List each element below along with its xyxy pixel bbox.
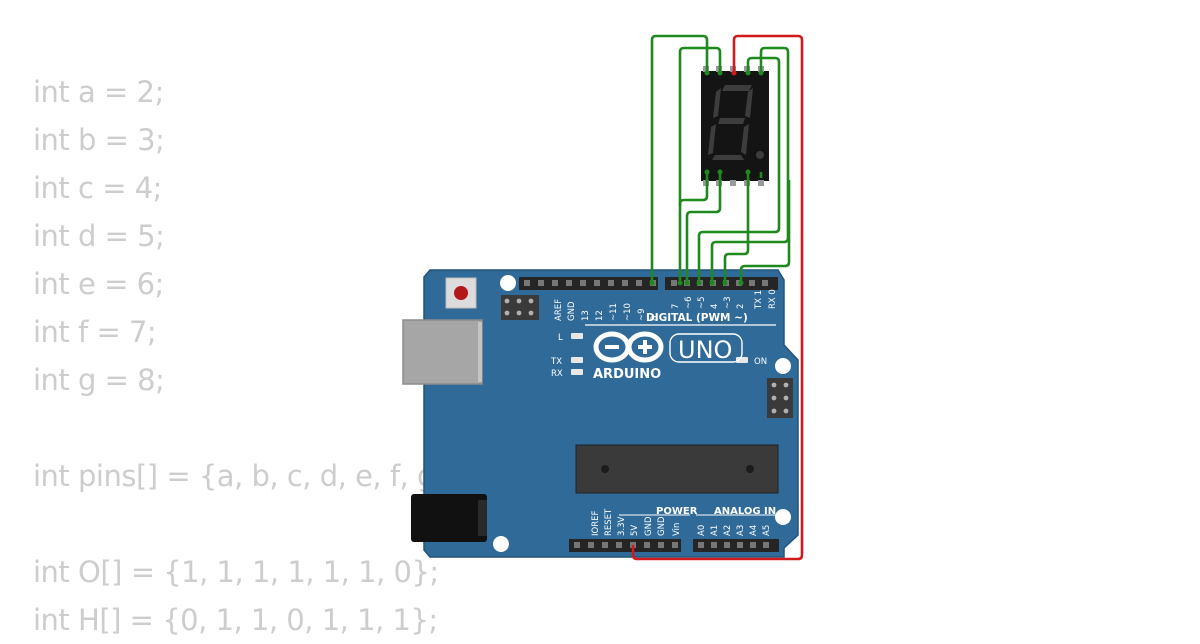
pin-label: A3 [736, 525, 746, 536]
pin-label: GND [567, 301, 577, 321]
digital-header-label: DIGITAL (PWM ~) [646, 312, 748, 324]
code-line: int c = 4; [33, 171, 162, 205]
tx-led [571, 357, 583, 363]
wire-display-a[interactable] [678, 172, 709, 206]
code-line: int pins[] = {a, b, c, d, e, f, g [33, 459, 435, 493]
pin-label: RX 0 [768, 289, 778, 309]
board-model: UNO [678, 336, 732, 364]
display-segments [708, 85, 764, 160]
pin-label: ~6 [684, 296, 694, 309]
mounting-hole [775, 358, 791, 374]
l-led [571, 333, 583, 339]
icsp-header-right [767, 378, 793, 418]
pin-label: GND [657, 516, 667, 536]
wire-pin-5[interactable] [697, 56, 781, 283]
microcontroller-chip [575, 444, 779, 494]
pin-label: A2 [723, 525, 733, 536]
on-led-label: ON [754, 357, 767, 367]
code-line: int d = 5; [33, 219, 165, 253]
pin-label: A5 [762, 525, 772, 536]
pin-label: 13 [581, 310, 591, 321]
power-header [569, 539, 681, 552]
pin-label: ~5 [697, 296, 707, 309]
usb-connector [402, 319, 483, 385]
pin-label: ~9 [637, 308, 647, 321]
pin-label: Vin [672, 523, 682, 536]
mounting-hole [493, 536, 509, 552]
uno-badge [669, 333, 743, 363]
pin-label: IOREF [591, 511, 601, 536]
pin-label: TX 1 [754, 290, 764, 310]
pin-label: ~11 [609, 303, 619, 321]
pin-label: ~10 [623, 303, 633, 321]
pin-label: RESET [604, 508, 614, 536]
code-line: int e = 6; [33, 267, 164, 301]
code-line: int f = 7; [33, 315, 157, 349]
tx-led-label: TX [550, 357, 562, 367]
pin-label: 5V [630, 525, 640, 536]
wire-pin-6[interactable] [685, 172, 722, 283]
l-led-label: L [558, 333, 563, 343]
code-line: int O[] = {1, 1, 1, 1, 1, 1, 0}; [33, 555, 439, 589]
wire-pin-2[interactable] [739, 180, 791, 283]
wire-pin-4[interactable] [710, 46, 790, 283]
pin-label: 7 [671, 304, 681, 309]
power-label: POWER [656, 506, 698, 517]
wire-pin-3[interactable] [723, 172, 750, 283]
pin-label: 2 [736, 304, 746, 309]
pin-label: GND [644, 516, 654, 536]
pin-label: 8 [650, 316, 660, 321]
rx-led [571, 369, 583, 375]
wires[interactable] [631, 34, 804, 561]
wire-pin-7[interactable] [678, 46, 722, 283]
mounting-hole [775, 509, 791, 525]
on-led [736, 357, 748, 363]
pin-label: A0 [697, 525, 707, 536]
wire-pin-8[interactable] [650, 34, 709, 283]
reset-button-cap[interactable] [454, 286, 468, 300]
seven-segment-display[interactable] [701, 66, 769, 186]
pin-label: 12 [595, 310, 605, 321]
board-brand: ARDUINO [593, 367, 661, 382]
rx-led-label: RX [551, 369, 563, 379]
arduino-logo-icon [593, 331, 664, 363]
pin-label: A4 [749, 525, 759, 536]
pin-label: 4 [710, 304, 720, 309]
pin-label: AREF [554, 299, 564, 321]
code-line: int a = 2; [33, 75, 164, 109]
mounting-hole [500, 275, 516, 291]
analog-label: ANALOG IN [714, 506, 776, 517]
pin-label: 3.3V [617, 516, 627, 536]
pin-label: ~3 [723, 296, 733, 309]
code-line: int b = 3; [33, 123, 165, 157]
pin-label: A1 [710, 525, 720, 536]
power-jack [411, 494, 487, 542]
code-line: int g = 8; [33, 363, 165, 397]
wire-5v[interactable] [631, 34, 804, 561]
